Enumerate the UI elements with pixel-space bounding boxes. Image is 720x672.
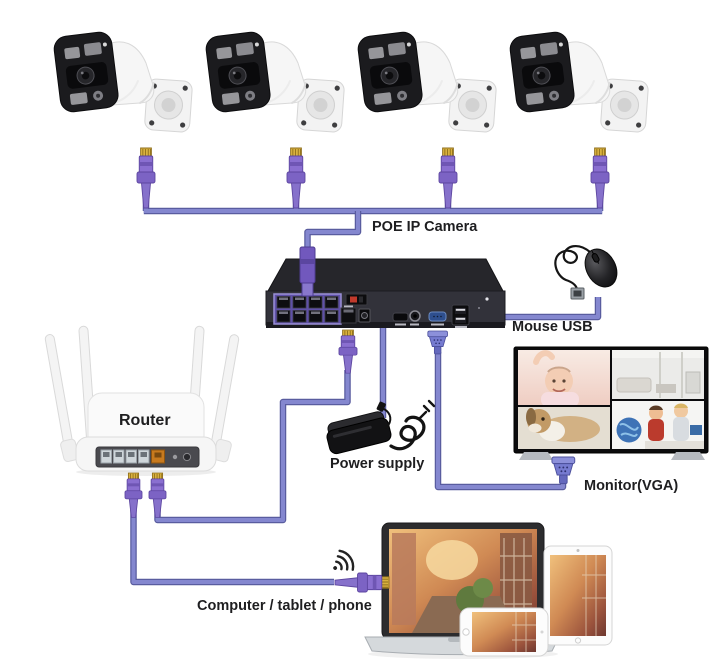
nvr-audio-port bbox=[409, 310, 421, 322]
router-to-clients-cable bbox=[130, 510, 334, 586]
rj45-connector-camera-4 bbox=[590, 147, 610, 209]
power-supply-icon bbox=[326, 399, 436, 455]
camera-1 bbox=[51, 29, 194, 134]
nvr-to-monitor-vga-cable bbox=[434, 352, 567, 491]
camera-2 bbox=[203, 29, 346, 134]
wifi-icon bbox=[333, 549, 355, 571]
monitor-stand-left bbox=[519, 452, 553, 460]
router-port-strip bbox=[95, 446, 200, 468]
nvr-uplink-plug bbox=[299, 246, 316, 297]
mouse-usb-icon bbox=[554, 245, 618, 300]
rj45-connector-camera-3 bbox=[438, 147, 458, 209]
camera-3 bbox=[355, 29, 498, 134]
poe-ip-camera-label: POE IP Camera bbox=[372, 219, 478, 235]
nvr-usb-ports bbox=[451, 304, 470, 326]
vga-plug-nvr bbox=[427, 330, 448, 355]
router bbox=[44, 325, 240, 476]
nvr-vga-port bbox=[428, 311, 447, 322]
nvr-port-labels bbox=[344, 305, 467, 328]
tablet-screen bbox=[550, 555, 606, 636]
usb-plug-icon bbox=[570, 287, 585, 300]
camera-4 bbox=[507, 29, 650, 134]
rj45-connector-router-1 bbox=[124, 472, 143, 518]
rj45-connector-camera-1 bbox=[136, 147, 156, 209]
nvr-power-switch bbox=[345, 293, 368, 306]
rj45-connector-router-2 bbox=[148, 472, 167, 518]
vga-plug-monitor bbox=[551, 456, 576, 485]
rj45-connector-clients bbox=[334, 572, 390, 593]
router-reset-button bbox=[172, 454, 178, 460]
camera-bus-cable bbox=[142, 200, 604, 215]
nvr-to-router-cable bbox=[154, 370, 351, 524]
phone-screen bbox=[472, 612, 536, 652]
mouse-usb-label: Mouse USB bbox=[512, 319, 593, 335]
nvr bbox=[265, 258, 506, 328]
rj45-connector-nvr-lan bbox=[338, 329, 358, 374]
monitor-vga-label: Monitor(VGA) bbox=[584, 478, 679, 494]
nvr-hdmi-port bbox=[392, 312, 409, 322]
router-label: Router bbox=[119, 412, 171, 429]
bus-to-nvr-cable bbox=[304, 211, 362, 252]
monitor-stand-right bbox=[671, 452, 705, 460]
nvr-to-mouse-cable bbox=[468, 297, 602, 321]
nvr-poe-ports bbox=[273, 293, 342, 325]
power-supply-label: Power supply bbox=[330, 456, 425, 472]
clients-label: Computer / tablet / phone bbox=[197, 598, 372, 614]
tablet bbox=[543, 545, 613, 646]
rj45-connector-camera-2 bbox=[286, 147, 306, 209]
nvr-dc-jack bbox=[358, 308, 371, 323]
nvr-indicator-led bbox=[485, 297, 489, 301]
phone bbox=[459, 607, 549, 657]
monitor-screen bbox=[518, 350, 704, 449]
monitor bbox=[513, 346, 709, 460]
nvr-lan-port bbox=[340, 307, 357, 324]
router-power-jack bbox=[182, 452, 192, 462]
